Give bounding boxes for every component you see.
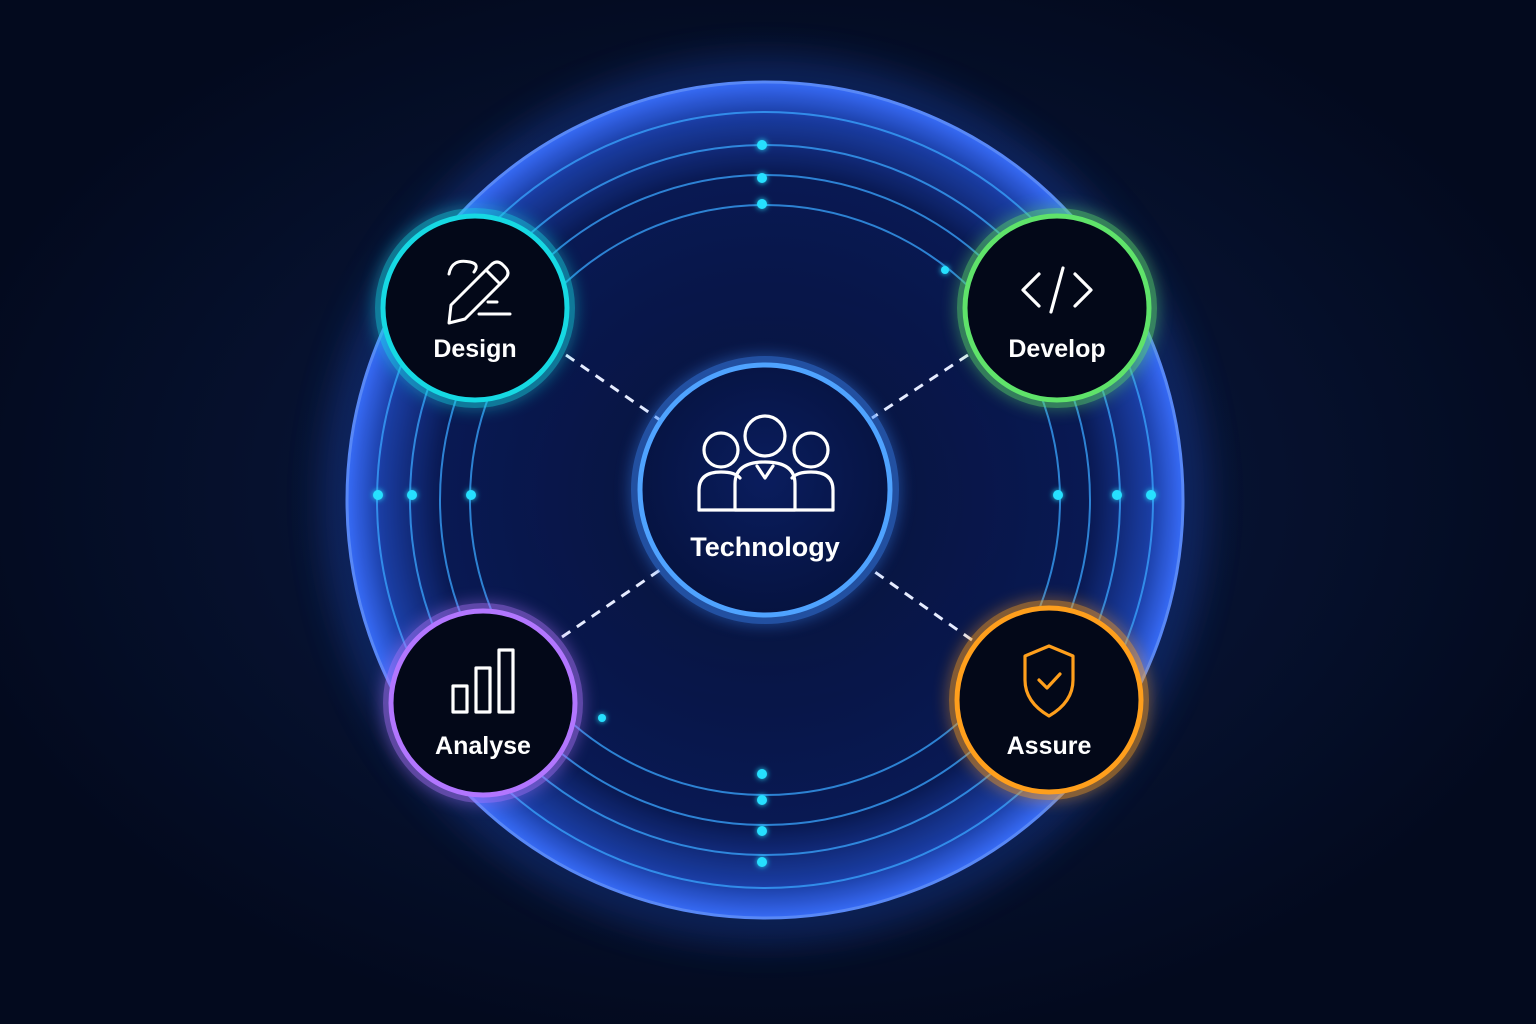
center-node[interactable]: Technology (631, 356, 899, 624)
code-icon (1021, 266, 1093, 314)
node-label-design: Design (433, 335, 516, 363)
node-label-assure: Assure (1007, 732, 1092, 760)
node-develop[interactable]: Develop (957, 208, 1157, 408)
pencil-icon (447, 259, 512, 325)
center-label: Technology (690, 532, 840, 562)
node-assure[interactable]: Assure (949, 600, 1149, 800)
ring-dots (373, 140, 1156, 867)
connector-assure (871, 568, 973, 642)
connectors (561, 353, 973, 642)
bar-chart-icon (451, 648, 515, 714)
node-label-analyse: Analyse (435, 732, 531, 760)
connector-analyse (561, 568, 661, 639)
team-people-icon (697, 414, 835, 512)
node-design[interactable]: Design (375, 208, 575, 408)
node-label-develop: Develop (1008, 335, 1105, 363)
shield-check-icon (1023, 644, 1075, 718)
outer-halo (335, 70, 1195, 930)
connector-design (565, 353, 661, 422)
node-analyse[interactable]: Analyse (383, 603, 583, 803)
connector-develop (871, 353, 969, 420)
